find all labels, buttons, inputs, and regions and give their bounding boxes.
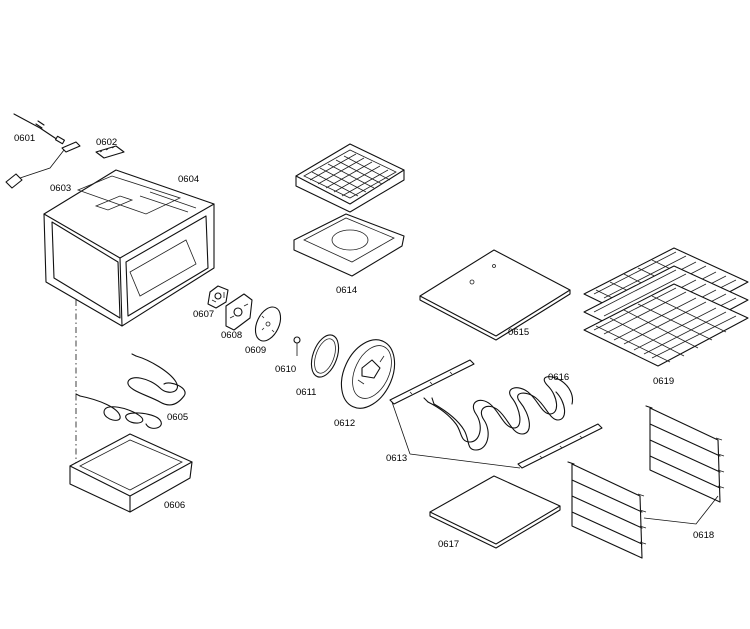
label-0614: 0614 <box>336 285 357 296</box>
label-0618: 0618 <box>693 530 714 541</box>
label-0606: 0606 <box>164 500 185 511</box>
part-0613-rails <box>389 359 603 469</box>
part-0609-fan-disc <box>254 306 282 342</box>
part-0610-nut <box>293 336 301 356</box>
label-0605: 0605 <box>167 412 188 423</box>
label-0607: 0607 <box>193 309 214 320</box>
label-0608: 0608 <box>221 330 242 341</box>
label-0601: 0601 <box>14 133 35 144</box>
part-0605-bake-element <box>75 353 186 429</box>
part-0615-plate <box>419 249 571 341</box>
part-0614-broil-pan <box>293 143 405 277</box>
label-0613: 0613 <box>386 453 407 464</box>
label-0610: 0610 <box>275 364 296 375</box>
label-0609: 0609 <box>245 345 266 356</box>
part-0603-clips <box>5 141 81 189</box>
label-0604: 0604 <box>178 174 199 185</box>
part-0607-motor <box>207 285 229 309</box>
label-0611: 0611 <box>296 387 316 398</box>
part-0611-gasket-ring <box>310 334 340 378</box>
label-0612: 0612 <box>334 418 355 429</box>
part-0619-oven-racks <box>583 247 749 367</box>
part-0601-sensor-wire <box>13 113 66 145</box>
label-0617: 0617 <box>438 539 459 550</box>
label-0602: 0602 <box>96 137 117 148</box>
part-0618-side-supports <box>567 405 725 559</box>
part-0612-fan-cover <box>340 339 396 409</box>
label-0615: 0615 <box>508 327 529 338</box>
part-0616-convection-element <box>423 376 574 451</box>
label-0619: 0619 <box>653 376 674 387</box>
part-0606-drip-tray <box>69 433 193 513</box>
part-0602-switch-block <box>95 145 125 159</box>
label-0616: 0616 <box>548 372 569 383</box>
part-0604-oven-housing <box>43 169 215 327</box>
part-0617-floor-plate <box>429 475 561 549</box>
part-0608-bracket <box>225 293 253 331</box>
label-0603: 0603 <box>50 183 71 194</box>
